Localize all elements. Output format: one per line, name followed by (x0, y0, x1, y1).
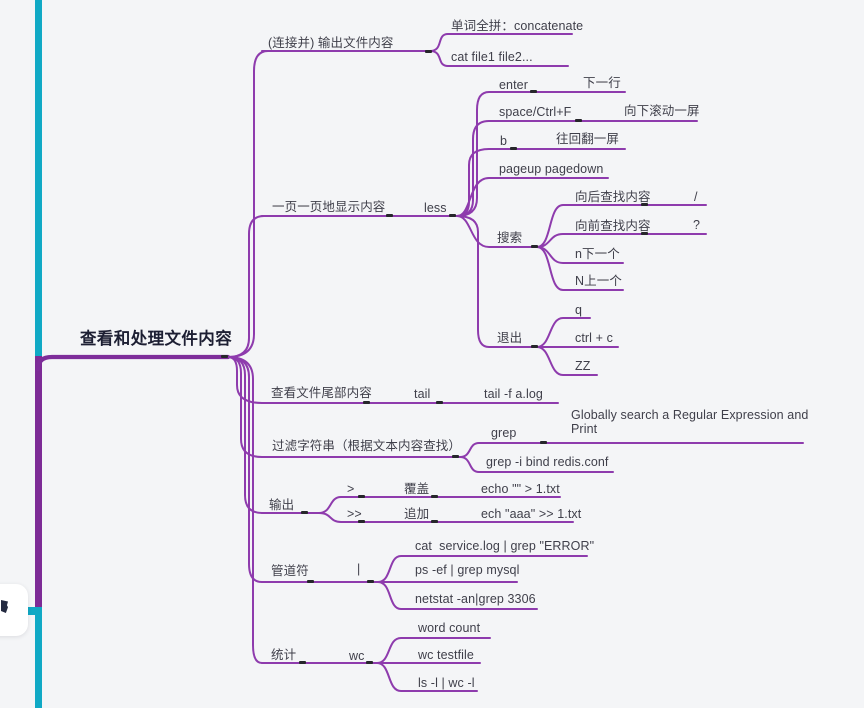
branch-line (377, 581, 538, 610)
collapse-handle[interactable] (301, 511, 308, 514)
topic-search-next[interactable]: n下一个 (575, 247, 620, 261)
topic-space-key[interactable]: space/Ctrl+F (499, 105, 572, 119)
collapse-handle[interactable] (449, 214, 456, 217)
topic-gtgt-desc[interactable]: 追加 (404, 507, 430, 521)
topic-wc[interactable]: 统计 (271, 648, 297, 662)
collapse-handle[interactable] (358, 520, 365, 523)
clipped-text-fragment (1, 600, 8, 613)
trunk-bar-purple (35, 356, 42, 608)
collapse-handle[interactable] (575, 119, 582, 122)
topic-less-cmd[interactable]: less (424, 201, 447, 215)
collapse-handle[interactable] (641, 232, 648, 235)
topic-wc-fullname[interactable]: word count (418, 621, 481, 635)
clipped-floating-card (0, 584, 28, 636)
trunk-bar-teal-top (35, 0, 42, 357)
topic-grep-fullname[interactable]: Globally search a Regular Expression and… (571, 408, 809, 436)
collapse-handle[interactable] (531, 345, 538, 348)
collapse-handle[interactable] (540, 441, 547, 444)
branch-line (227, 356, 263, 514)
branch-line (459, 456, 614, 473)
collapse-handle[interactable] (431, 520, 438, 523)
branch-line (536, 246, 624, 291)
topic-cat-fullname[interactable]: 单词全拼：concatenate (451, 19, 584, 33)
topic-b-desc[interactable]: 往回翻一屏 (556, 132, 620, 146)
collapse-handle[interactable] (530, 90, 537, 93)
topic-quit-ctrl[interactable]: ctrl + c (575, 331, 613, 345)
branch-line (377, 555, 588, 583)
branch-line (429, 50, 569, 67)
branch-line (456, 148, 626, 217)
collapse-handle[interactable] (299, 661, 306, 664)
topic-cat[interactable]: (连接并) 输出文件内容 (268, 36, 394, 50)
topic-pipe-ex2[interactable]: ps -ef | grep mysql (415, 563, 520, 577)
branch-line (376, 637, 491, 664)
topic-quit-q[interactable]: q (575, 303, 583, 317)
topic-tail-cmd[interactable]: tail (414, 387, 431, 401)
topic-root[interactable]: 查看和处理文件内容 (80, 330, 233, 348)
topic-search-fwd[interactable]: 向前查找内容 (575, 219, 651, 233)
topic-search[interactable]: 搜索 (497, 231, 523, 245)
branch-line (318, 512, 574, 523)
topic-enter-desc[interactable]: 下一行 (583, 76, 621, 90)
collapse-handle[interactable] (531, 245, 538, 248)
topic-grep[interactable]: 过滤字符串（根据文本内容查找） (272, 439, 462, 453)
branch-line (456, 215, 619, 348)
collapse-handle[interactable] (367, 580, 374, 583)
branch-line (227, 215, 265, 358)
topic-grep-cmd[interactable]: grep (491, 426, 517, 440)
topic-less-parent[interactable]: 一页一页地显示内容 (272, 200, 386, 214)
collapse-handle[interactable] (307, 580, 314, 583)
branch-line (376, 662, 478, 692)
topic-wc-ex2[interactable]: ls -l | wc -l (418, 676, 475, 690)
topic-pipe-cmd[interactable]: | (357, 562, 361, 576)
topic-pageup[interactable]: pageup pagedown (499, 162, 604, 176)
collapse-handle[interactable] (641, 203, 648, 206)
topic-cat-example[interactable]: cat file1 file2... (451, 50, 533, 64)
collapse-handle[interactable] (436, 401, 443, 404)
collapse-handle[interactable] (366, 661, 373, 664)
topic-pipe-ex1[interactable]: cat service.log | grep "ERROR" (415, 539, 595, 553)
collapse-handle[interactable] (431, 495, 438, 498)
topic-grep-example[interactable]: grep -i bind redis.conf (486, 455, 609, 469)
topic-wc-ex1[interactable]: wc testfile (418, 648, 474, 662)
topic-space-desc[interactable]: 向下滚动一屏 (624, 104, 700, 118)
collapse-handle[interactable] (358, 495, 365, 498)
branch-line (429, 33, 573, 52)
branch-line (456, 177, 609, 217)
topic-b-key[interactable]: b (500, 134, 508, 148)
topic-gt-example[interactable]: echo "" > 1.txt (481, 482, 560, 496)
collapse-handle[interactable] (510, 147, 517, 150)
branch-line (536, 346, 598, 376)
topic-wc-cmd[interactable]: wc (349, 649, 365, 663)
topic-gt-key[interactable]: > (347, 482, 355, 496)
topic-tail-example[interactable]: tail -f a.log (484, 387, 543, 401)
branch-line (536, 317, 591, 348)
trunk-bar-teal-bottom (35, 607, 42, 708)
topic-pipe-ex3[interactable]: netstat -an|grep 3306 (415, 592, 536, 606)
topic-search-prev[interactable]: N上一个 (575, 274, 622, 288)
topic-search-back[interactable]: 向后查找内容 (575, 190, 651, 204)
topic-output[interactable]: 输出 (269, 498, 295, 512)
collapse-handle[interactable] (425, 50, 432, 53)
topic-search-fwd-key[interactable]: ? (693, 218, 701, 232)
branch-line (227, 356, 263, 664)
topic-gtgt-example[interactable]: ech "aaa" >> 1.txt (481, 507, 582, 521)
topic-tail[interactable]: 查看文件尾部内容 (271, 386, 372, 400)
root-underline (35, 354, 231, 372)
topic-quit[interactable]: 退出 (497, 331, 523, 345)
collapse-handle[interactable] (363, 401, 370, 404)
topic-search-back-key[interactable]: / (694, 190, 698, 204)
topic-pipe[interactable]: 管道符 (271, 564, 309, 578)
topic-gt-desc[interactable]: 覆盖 (404, 482, 430, 496)
branch-line (536, 233, 707, 248)
collapse-handle[interactable] (452, 455, 459, 458)
collapse-handle[interactable] (386, 214, 393, 217)
collapse-handle[interactable] (221, 355, 228, 358)
topic-quit-zz[interactable]: ZZ (575, 359, 591, 373)
topic-gtgt-key[interactable]: >> (347, 507, 362, 521)
topic-enter-key[interactable]: enter (499, 78, 528, 92)
trunk-bar-teal-step (27, 607, 42, 615)
